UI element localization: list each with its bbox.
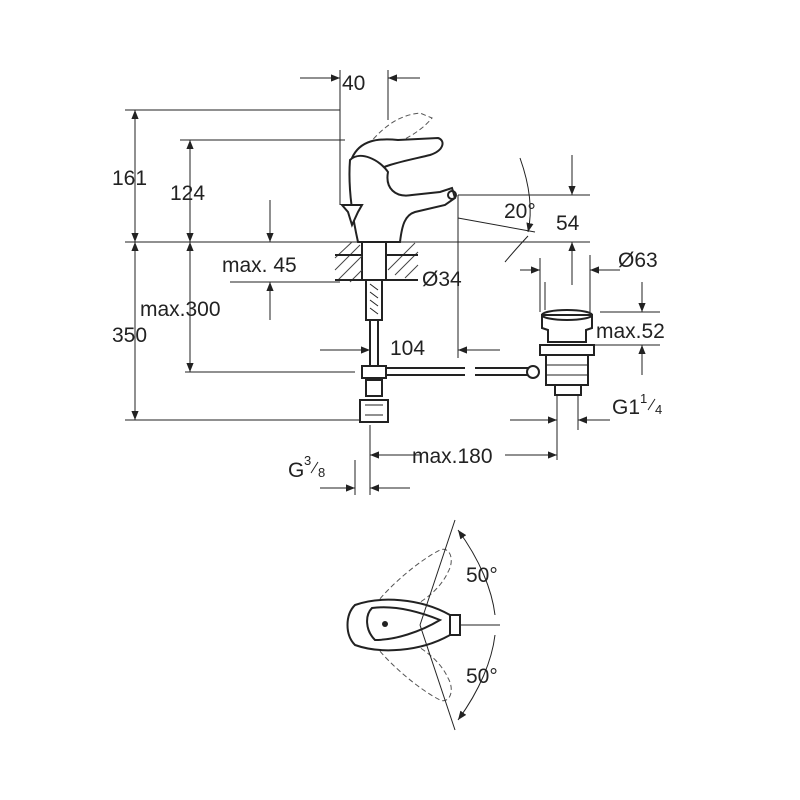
- svg-text:G: G: [288, 459, 304, 482]
- label-spout-offset: 54: [556, 212, 580, 235]
- label-supply-thread: G 3 8: [288, 453, 325, 482]
- label-rotation-right: 50°: [466, 665, 498, 688]
- svg-text:1: 1: [640, 391, 647, 406]
- label-max-distance: max.180: [412, 445, 493, 468]
- waste-assembly: [539, 309, 595, 396]
- svg-text:3: 3: [304, 453, 311, 468]
- pull-rod: [386, 365, 540, 379]
- svg-text:G1: G1: [612, 396, 640, 419]
- mixer-side-view: [334, 112, 457, 423]
- label-waste-diameter: Ø63: [618, 249, 658, 272]
- label-rotation-left: 50°: [466, 564, 498, 587]
- svg-text:4: 4: [655, 402, 662, 417]
- label-max-hose-length: max.300: [140, 298, 221, 321]
- label-hole-diameter: Ø34: [422, 268, 462, 291]
- label-handle-width: 40: [342, 72, 365, 95]
- label-total-height: 161: [112, 167, 147, 190]
- mixer-top-view: [346, 519, 500, 731]
- label-waste-thread: G1 1 4: [612, 391, 662, 419]
- reference-lines: [125, 70, 660, 495]
- label-max-thickness: max. 45: [222, 254, 297, 277]
- svg-text:8: 8: [318, 465, 325, 480]
- label-overall-height: 350: [112, 324, 147, 347]
- label-spout-height: 124: [170, 182, 205, 205]
- label-spout-angle: 20°: [504, 200, 536, 223]
- label-waste-max-height: max.52: [596, 320, 665, 343]
- label-reach: 104: [390, 337, 425, 360]
- dimension-lines: [131, 74, 646, 492]
- dimension-labels: 40 161 124 20° 54 max. 45 Ø34 Ø63 max.30…: [112, 72, 665, 688]
